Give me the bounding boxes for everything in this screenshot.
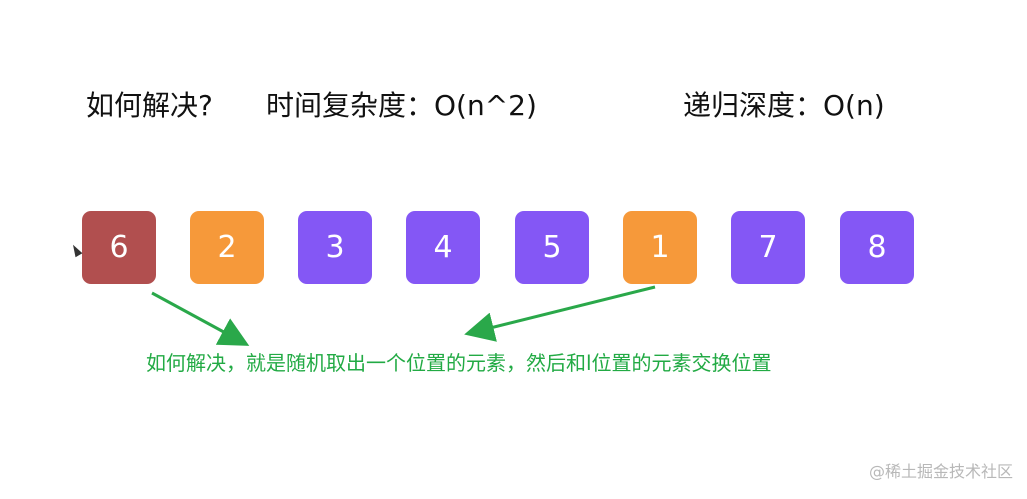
array-box-4: 5 bbox=[515, 211, 589, 284]
array-box-2: 3 bbox=[298, 211, 372, 284]
watermark: @稀土掘金技术社区 bbox=[868, 462, 1013, 481]
array-box-3: 4 bbox=[406, 211, 480, 284]
array-box-6: 7 bbox=[731, 211, 805, 284]
arrow-right bbox=[464, 285, 656, 342]
array-box-0: 6 bbox=[82, 211, 156, 284]
array-box-7: 8 bbox=[840, 211, 914, 284]
array-box-1: 2 bbox=[190, 211, 264, 284]
arrow-left bbox=[151, 291, 250, 346]
heading-question: 如何解决? bbox=[86, 89, 213, 122]
array-box-5: 1 bbox=[623, 211, 697, 284]
annotation-text: 如何解决，就是随机取出一个位置的元素，然后和l位置的元素交换位置 bbox=[146, 351, 772, 375]
heading-time-complexity: 时间复杂度：O(n^2) bbox=[266, 89, 537, 122]
heading-recursion-depth: 递归深度：O(n) bbox=[683, 89, 885, 122]
